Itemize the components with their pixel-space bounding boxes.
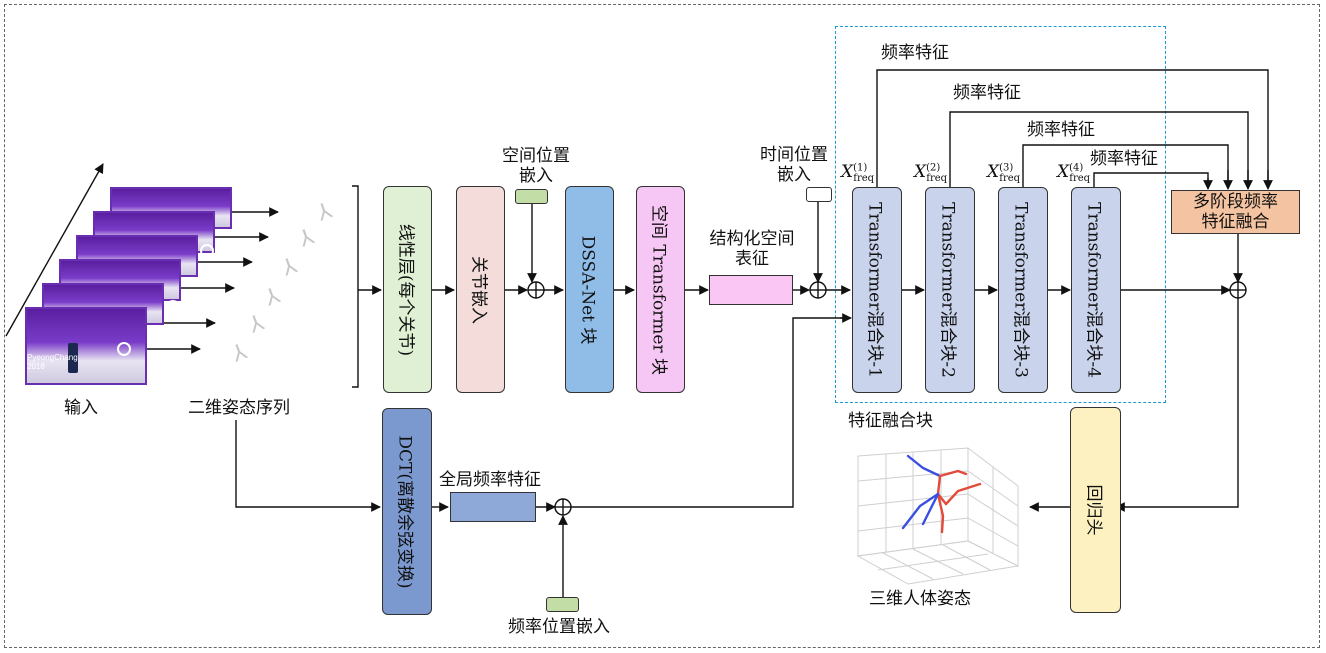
transformer-mix-block-2: Transformer混合块-2 <box>925 187 975 393</box>
temporal-pos-embed-box <box>806 187 832 202</box>
multistage-fusion-block: 多阶段频率 特征融合 <box>1171 190 1300 234</box>
xfreq-label-1: X(1)freq <box>841 162 875 185</box>
freq-pos-embed-label: 频率位置嵌入 <box>508 617 610 637</box>
freq-feature-label-3: 频率特征 <box>1027 120 1095 140</box>
xfreq-label-4: X(4)freq <box>1057 162 1091 185</box>
regression-head-block: 回归头 <box>1070 407 1121 613</box>
joint-embedding-block: 关节嵌入 <box>456 186 505 393</box>
olympic-ring <box>117 342 131 356</box>
spatial-transformer-block: 空间 Transformer 块 <box>636 186 685 393</box>
dssa-net-block: DSSA-Net 块 <box>565 186 614 393</box>
olympic-ring <box>166 300 180 314</box>
freq-feature-label-1: 频率特征 <box>881 43 949 63</box>
structured-spatial-label: 结构化空间 表征 <box>709 229 795 269</box>
xfreq-label-2: X(2)freq <box>914 162 948 185</box>
olympic-ring <box>200 244 214 258</box>
skater-figure <box>68 343 78 373</box>
freq-feature-label-2: 频率特征 <box>953 83 1021 103</box>
transformer-mix-block-4: Transformer混合块-4 <box>1071 187 1121 393</box>
pose-seq-label: 二维姿态序列 <box>188 398 290 418</box>
global-freq-label: 全局频率特征 <box>439 470 541 490</box>
feature-fusion-region <box>835 26 1166 403</box>
pose-3d-plot <box>856 446 1020 585</box>
dct-block: DCT(离散余弦变换) <box>382 408 432 615</box>
spatial-pos-embed-box <box>515 189 548 204</box>
freq-feature-label-4: 频率特征 <box>1090 149 1158 169</box>
frame-caption: PyeongChang 2018 <box>27 353 78 371</box>
outer-border <box>4 4 1320 648</box>
pose3d-label: 三维人体姿态 <box>869 589 971 609</box>
global-freq-feature-box <box>450 492 536 522</box>
freq-pos-embed-box <box>546 597 579 612</box>
transformer-mix-block-1: Transformer混合块-1 <box>852 187 902 393</box>
temporal-pos-embed-label: 时间位置 嵌入 <box>760 145 828 185</box>
linear-layer-block: 线性层(每个关节) <box>383 186 432 393</box>
xfreq-label-3: X(3)freq <box>987 162 1021 185</box>
input-label: 输入 <box>64 398 98 418</box>
structured-spatial-repr-box <box>709 275 793 305</box>
feature-fusion-label: 特征融合块 <box>848 411 933 431</box>
transformer-mix-block-3: Transformer混合块-3 <box>998 187 1048 393</box>
spatial-pos-embed-label: 空间位置 嵌入 <box>502 146 570 186</box>
